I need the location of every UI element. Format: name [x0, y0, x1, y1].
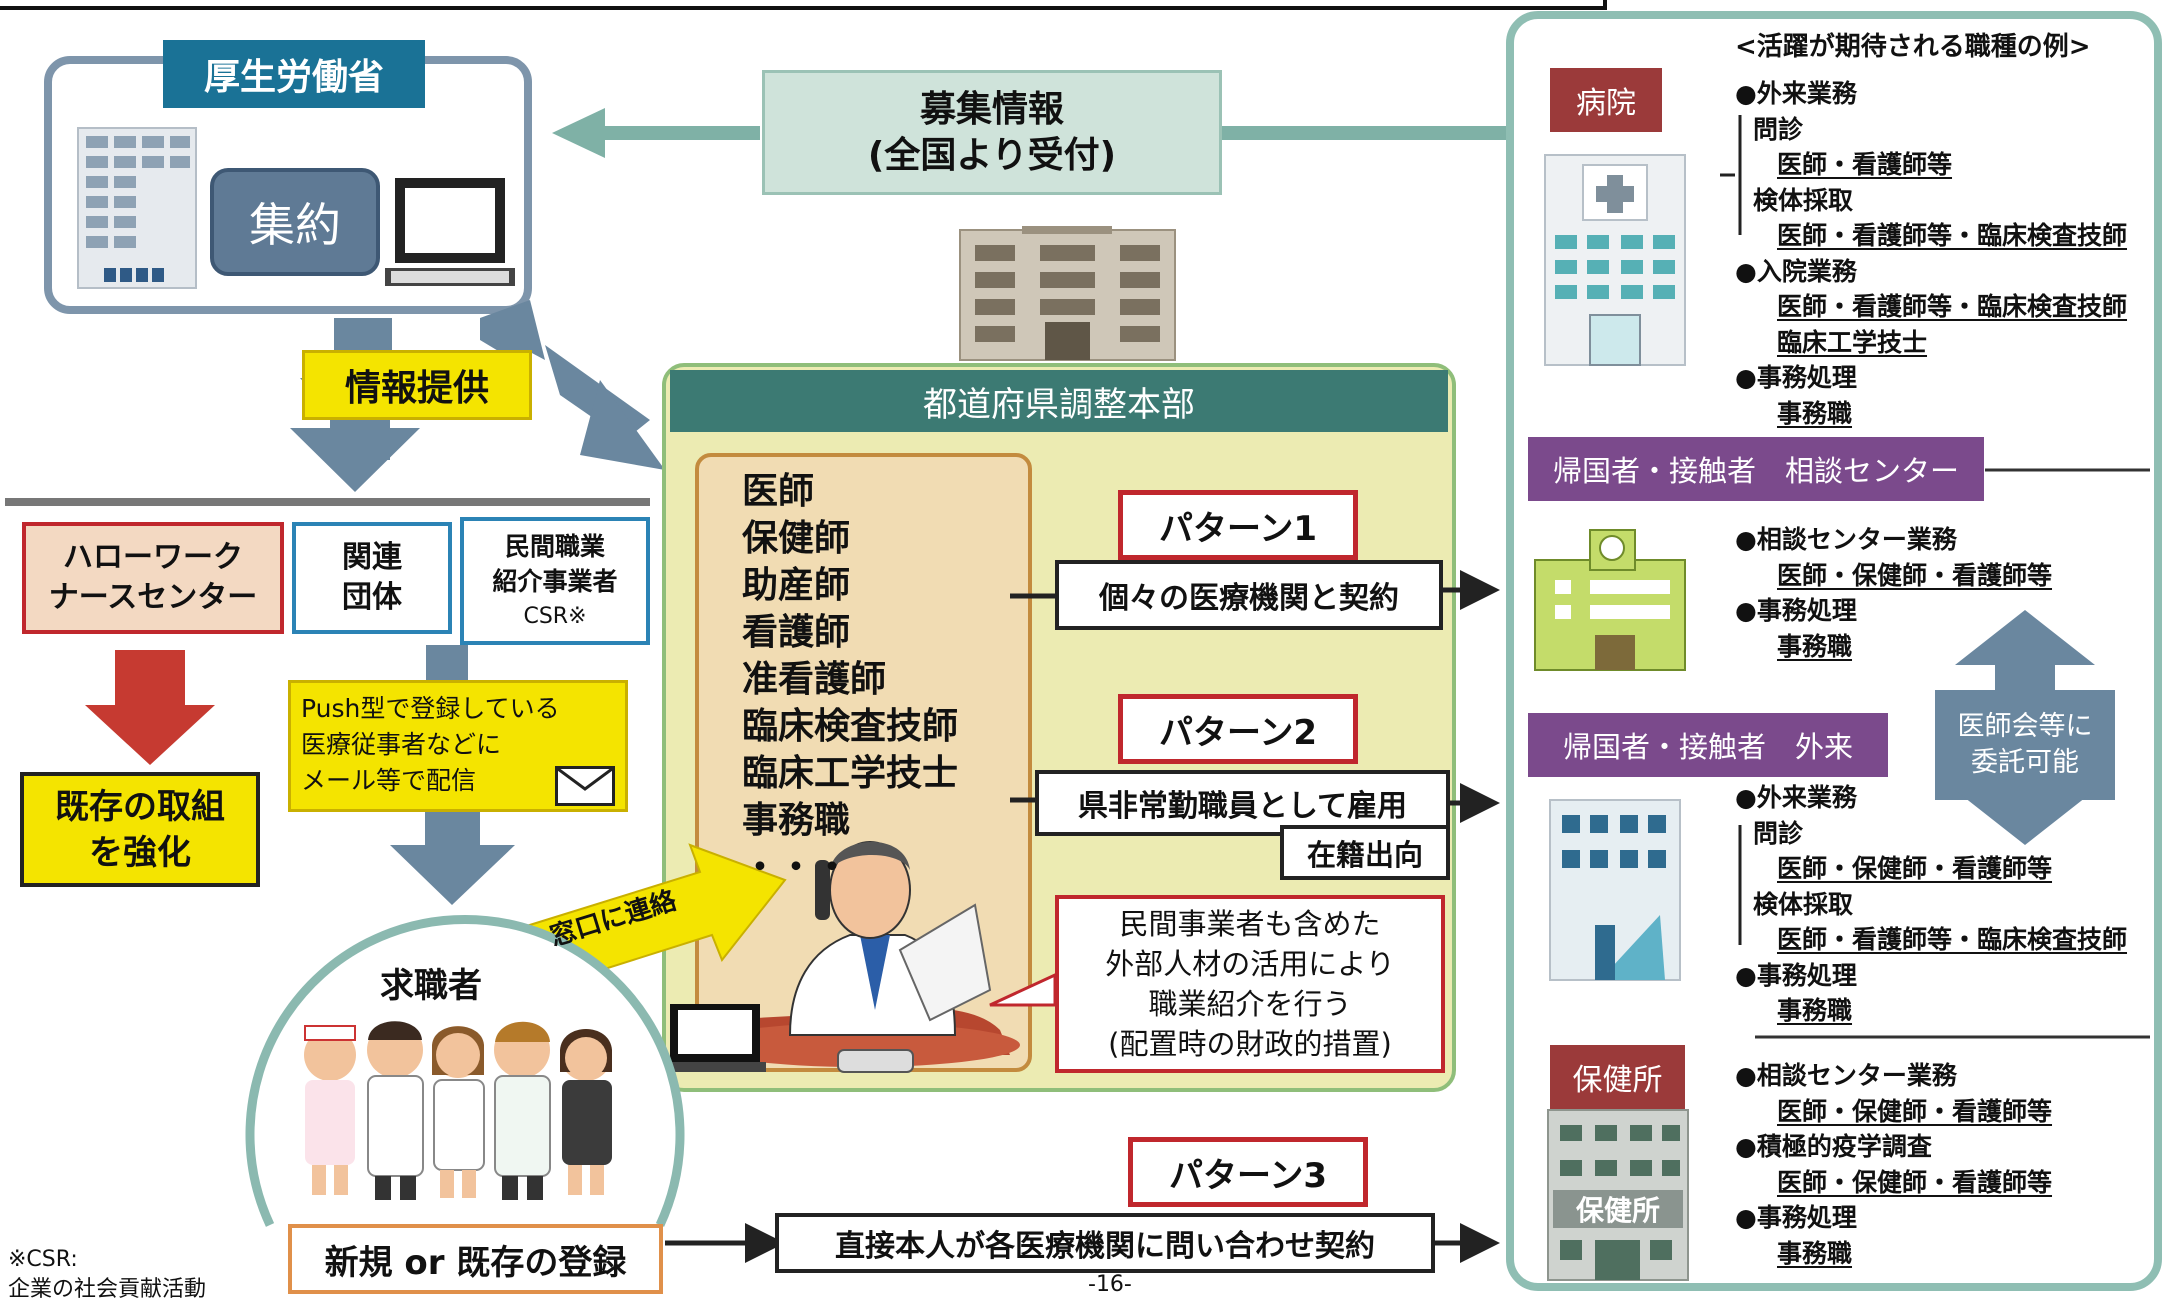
push-note-box: Push型で登録している 医療従事者などに メール等で配信 [288, 680, 628, 812]
pattern-2-sub: 在籍出向 [1280, 825, 1450, 880]
arrow-diagonal [480, 300, 665, 470]
profession-item: 臨床工学技士 [742, 753, 959, 794]
profession-list: 医師 保健師 助産師 看護師 准看護師 臨床検査技師 臨床工学技士 事務職 ・・… [742, 468, 1022, 891]
arrow-recruitment-to-ministry [552, 108, 1520, 158]
info-provision-box: 情報提供 [302, 350, 532, 420]
related-org-box: 関連 団体 [292, 522, 452, 634]
strengthen-box: 既存の取組 を強化 [20, 772, 260, 887]
outpatient-duties: ●外来業務 問診 医師・保健師・看護師等 検体採取 医師・看護師等・臨床検査技師… [1735, 783, 2128, 1025]
top-frame-line [0, 0, 1607, 10]
staff-on-phone-icon [664, 841, 1020, 1073]
hospital-duties: ●外来業務 問診 医師・看護師等 検体採取 医師・看護師等・臨床検査技師 ●入院… [1735, 79, 2128, 428]
arrow-to-organizations [290, 420, 420, 492]
computer-icon [385, 178, 515, 286]
right-panel-header: <活躍が期待される職種の例> [1735, 32, 2091, 62]
arrow-strengthen [85, 650, 215, 765]
profession-item: 保健師 [742, 518, 851, 559]
health-center-sign: 保健所 [1575, 1194, 1660, 1227]
private-agency-box: 民間職業 紹介事業者 CSR※ [460, 517, 650, 645]
outpatient-icon [1549, 799, 1681, 981]
profession-item: 助産師 [742, 565, 851, 606]
pattern-3-desc: 直接本人が各医療機関に問い合わせ契約 [775, 1213, 1435, 1273]
delegation-label: 医師会等に 委託可能 [1957, 711, 2093, 778]
pattern-2-desc: 県非常勤職員として雇用 [1035, 770, 1450, 836]
hq-title: 都道府県調整本部 [923, 384, 1195, 425]
office-building-icon [77, 127, 197, 289]
recruitment-info-box: 募集情報 (全国より受付) [762, 70, 1222, 195]
profession-item: 医師 [742, 471, 815, 512]
profession-item: 臨床検査技師 [742, 706, 959, 747]
hellowork-box: ハローワーク ナースセンター [22, 522, 284, 634]
footnote: ※CSR: 企業の社会貢献活動 [8, 1247, 207, 1302]
hq-building-icon [959, 226, 1176, 361]
page-number: -16- [1088, 1272, 1132, 1297]
registration-box: 新規 or 既存の登録 [288, 1224, 663, 1294]
profession-item: 看護師 [742, 612, 851, 653]
pattern-3-title: パターン3 [1128, 1137, 1368, 1207]
outpatient-label: 帰国者・接触者 外来 [1528, 713, 1888, 777]
pattern-2-title: パターン2 [1118, 694, 1358, 764]
medical-staff-group-icon [304, 1021, 612, 1200]
hospital-label: 病院 [1550, 68, 1662, 132]
aggregate-box: 集約 [210, 168, 380, 276]
hq-title-bar [670, 370, 1448, 432]
mail-icon [555, 766, 615, 806]
consult-center-icon [1534, 529, 1686, 671]
consult-center-label: 帰国者・接触者 相談センター [1528, 437, 1984, 501]
ministry-label: 厚生労働省 [163, 40, 425, 108]
profession-item: ・・・ [742, 847, 851, 888]
profession-item: 准看護師 [742, 659, 887, 700]
hospital-icon [1544, 154, 1686, 366]
health-center-icon [1547, 1109, 1689, 1281]
job-seeker-label: 求職者 [380, 966, 482, 1006]
delegation-double-arrow [1935, 610, 2115, 845]
consult-center-duties: ●相談センター業務 医師・保健師・看護師等 ●事務処理 事務職 [1735, 525, 2053, 661]
pattern-1-desc: 個々の医療機関と契約 [1055, 560, 1443, 630]
profession-item: 事務職 [742, 800, 851, 841]
private-note-bubble: 民間事業者も含めた 外部人材の活用により 職業紹介を行う (配置時の財政的措置) [1055, 895, 1445, 1073]
pattern-1-title: パターン1 [1118, 490, 1358, 560]
arrow-push-to-seekers [390, 810, 515, 905]
health-center-label: 保健所 [1550, 1045, 1685, 1109]
health-center-duties: ●相談センター業務 医師・保健師・看護師等 ●積極的疫学調査 医師・保健師・看護… [1735, 1061, 2053, 1268]
arrow-private-to-push [426, 645, 468, 680]
organization-line [5, 498, 650, 506]
